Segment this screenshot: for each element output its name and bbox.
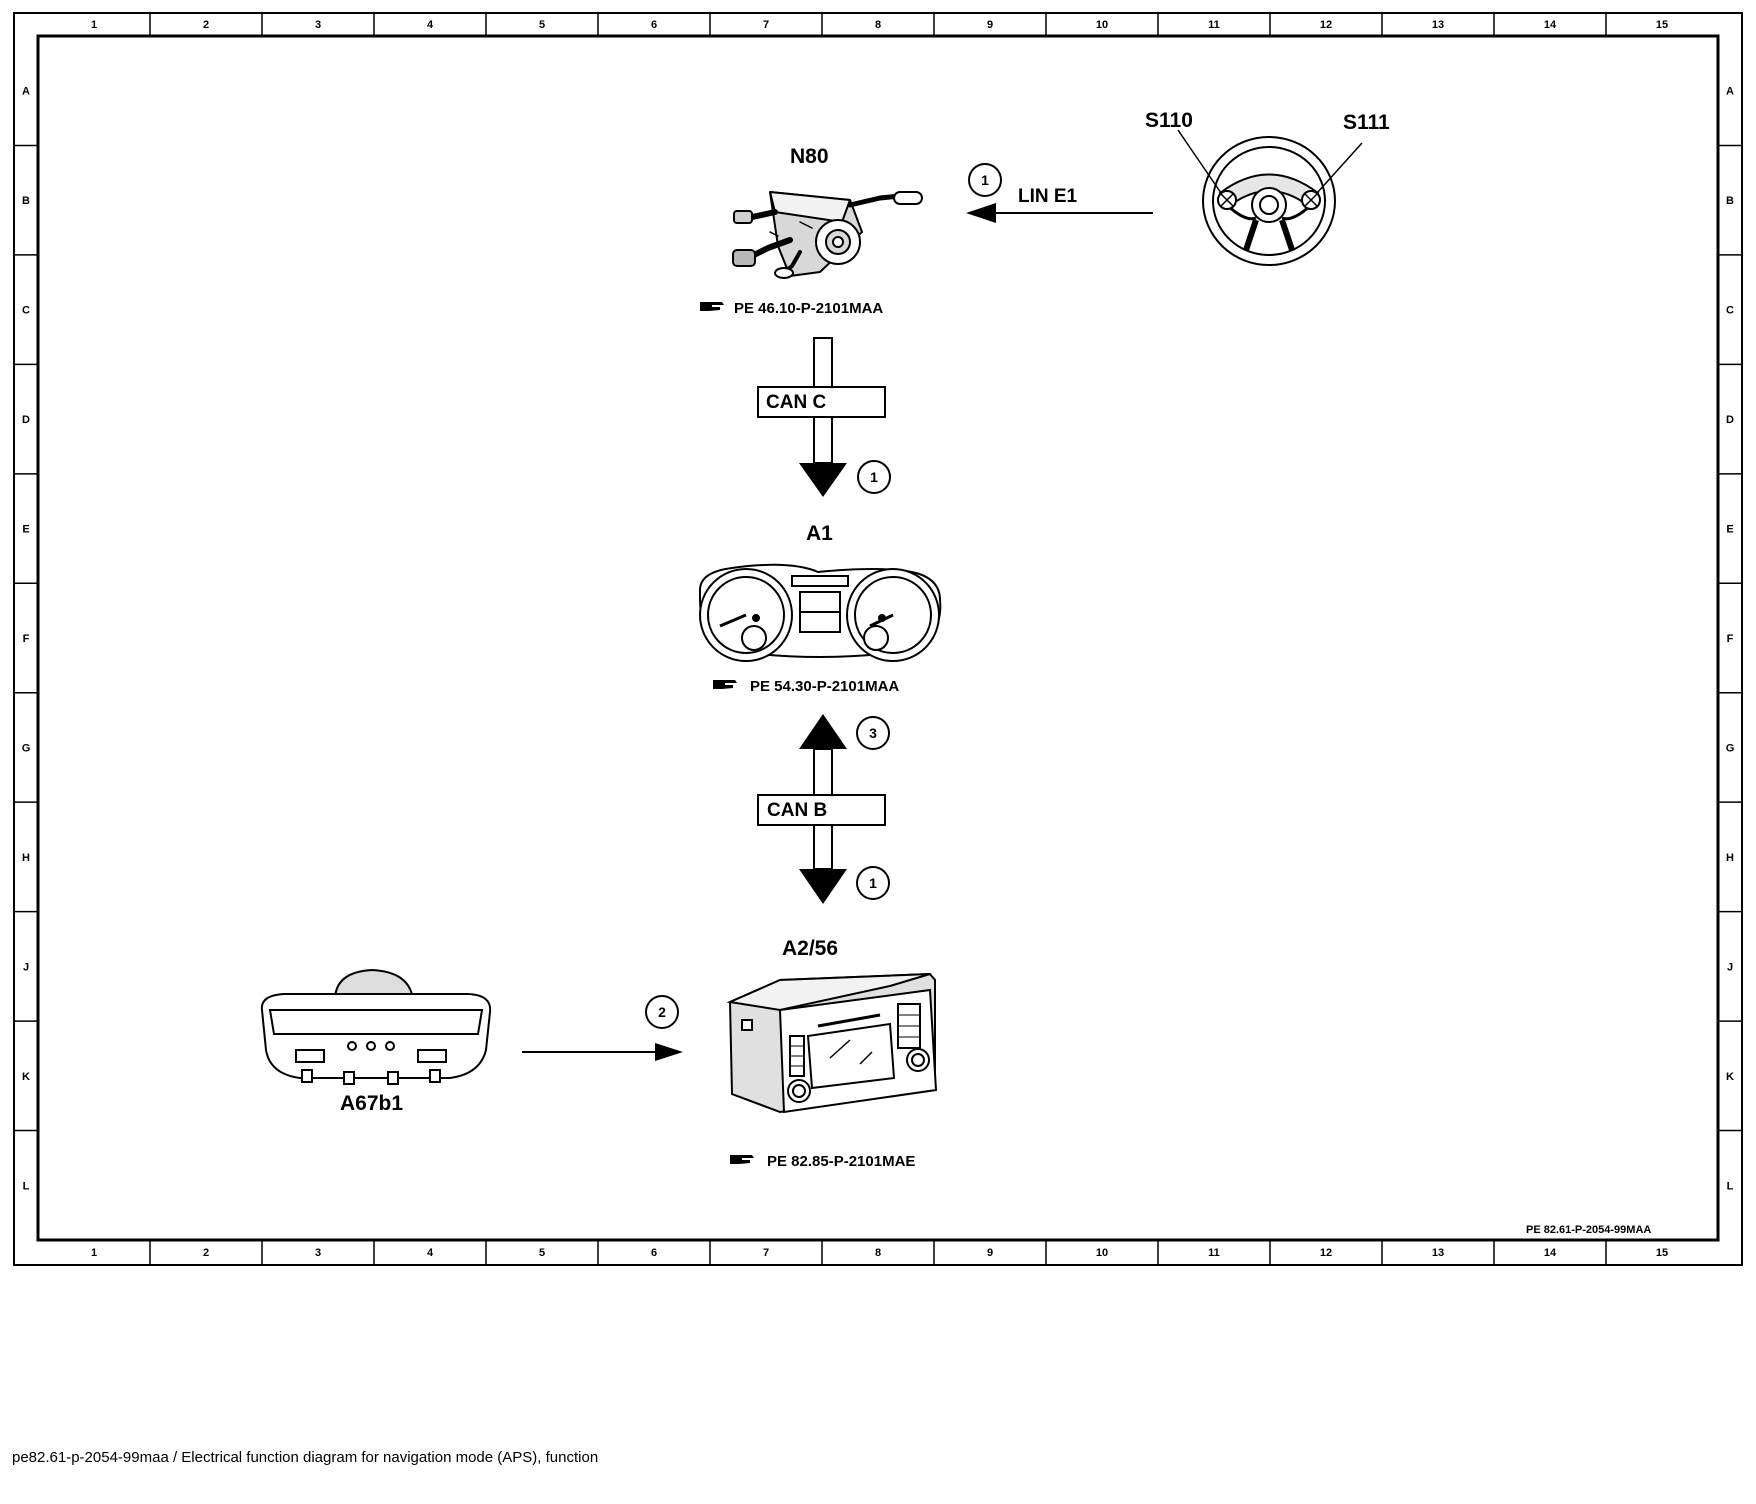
svg-text:1: 1 (869, 875, 877, 891)
svg-text:2: 2 (658, 1004, 666, 1020)
grid-row-label: H (1726, 852, 1734, 864)
grid-row-label: A (1726, 86, 1734, 98)
a1-reference: PE 54.30-P-2101MAA (750, 678, 899, 695)
grid-column-label: 5 (539, 1247, 545, 1259)
grid-column-label: 1 (91, 1247, 97, 1259)
steering-wheel-icon (1177, 129, 1363, 266)
grid-column-label: 1 (91, 19, 97, 31)
grid-column-label: 2 (203, 19, 209, 31)
a1-label: A1 (806, 522, 833, 545)
step-marker: 3 (856, 716, 890, 750)
grid-column-label: 4 (427, 1247, 434, 1259)
can-c-label: CAN C (766, 392, 826, 413)
a2-56-reference: PE 82.85-P-2101MAE (767, 1153, 915, 1170)
steering-column-module-icon (732, 191, 923, 279)
a67b1-label: A67b1 (340, 1092, 403, 1115)
grid-row-label: H (22, 852, 30, 864)
grid-column-label: 3 (315, 1247, 321, 1259)
grid-row-label: F (1727, 633, 1734, 645)
s110-label: S110 (1145, 109, 1193, 132)
grid-column-label: 3 (315, 19, 321, 31)
step-marker: 1 (857, 460, 891, 494)
grid-row-label: G (22, 742, 31, 754)
grid-row-label: E (1726, 524, 1733, 536)
diagram-caption: pe82.61-p-2054-99maa / Electrical functi… (12, 1449, 599, 1466)
grid-row-label: B (1726, 195, 1734, 207)
grid-rows-right: A B C D E F G H J K L (1718, 86, 1742, 1192)
document-reference: PE 82.61-P-2054-99MAA (1526, 1224, 1651, 1236)
grid-row-label: C (1726, 305, 1734, 317)
can-b-label: CAN B (767, 800, 827, 821)
grid-column-label: 11 (1208, 19, 1220, 31)
grid-column-label: 12 (1320, 1247, 1332, 1259)
grid-column-label: 10 (1096, 19, 1108, 31)
svg-text:1: 1 (870, 469, 878, 485)
grid-row-label: C (22, 305, 30, 317)
a67b1-link-arrow (522, 1043, 683, 1061)
grid-row-label: J (1727, 961, 1733, 973)
step-marker: 1 (856, 866, 890, 900)
grid-column-label: 6 (651, 1247, 657, 1259)
grid-column-label: 2 (203, 1247, 209, 1259)
n80-reference: PE 46.10-P-2101MAA (734, 300, 883, 317)
grid-column-label: 9 (987, 19, 993, 31)
grid-column-label: 6 (651, 19, 657, 31)
step-marker: 2 (645, 995, 679, 1029)
can-b-arrow (757, 714, 886, 904)
lin-e1-arrow (966, 203, 1153, 223)
grid-column-label: 4 (427, 19, 434, 31)
grid-row-label: B (22, 195, 30, 207)
grid-column-label: 14 (1544, 1247, 1557, 1259)
step-marker: 1 (968, 163, 1002, 197)
svg-text:1: 1 (981, 172, 989, 188)
grid-column-label: 13 (1432, 1247, 1444, 1259)
grid-column-label: 13 (1432, 19, 1444, 31)
instrument-cluster-icon (699, 563, 942, 662)
grid-row-label: K (22, 1071, 30, 1083)
grid-column-label: 15 (1656, 19, 1668, 31)
reference-hand-icon (713, 680, 737, 689)
grid-column-label: 10 (1096, 1247, 1108, 1259)
grid-row-label: L (1727, 1180, 1734, 1192)
grid-rows-left: A B C D E F G H J K L (14, 86, 38, 1192)
grid-column-label: 14 (1544, 19, 1557, 31)
reference-hand-icon (700, 302, 724, 311)
reference-hand-icon (730, 1155, 754, 1164)
lin-e1-label: LIN E1 (1018, 186, 1078, 207)
grid-row-label: G (1726, 742, 1735, 754)
rearview-mirror-icon (260, 968, 492, 1085)
s111-label: S111 (1343, 111, 1390, 134)
grid-column-label: 7 (763, 19, 769, 31)
grid-row-label: F (23, 633, 30, 645)
grid-row-label: L (23, 1180, 30, 1192)
grid-column-label: 8 (875, 19, 881, 31)
grid-row-label: K (1726, 1071, 1734, 1083)
grid-column-label: 9 (987, 1247, 993, 1259)
grid-row-label: D (1726, 414, 1734, 426)
grid-column-label: 7 (763, 1247, 769, 1259)
grid-row-label: A (22, 86, 30, 98)
grid-row-label: J (23, 961, 29, 973)
grid-column-label: 12 (1320, 19, 1332, 31)
grid-column-label: 5 (539, 19, 545, 31)
svg-text:3: 3 (869, 725, 877, 741)
grid-column-label: 15 (1656, 1247, 1668, 1259)
drawing-frame (13, 12, 1743, 1266)
n80-label: N80 (790, 145, 829, 168)
grid-row-label: E (22, 524, 29, 536)
can-c-arrow (757, 337, 886, 497)
grid-column-label: 8 (875, 1247, 881, 1259)
grid-column-label: 11 (1208, 1247, 1220, 1259)
a2-56-label: A2/56 (782, 937, 838, 960)
grid-row-label: D (22, 414, 30, 426)
head-unit-icon (726, 972, 938, 1114)
